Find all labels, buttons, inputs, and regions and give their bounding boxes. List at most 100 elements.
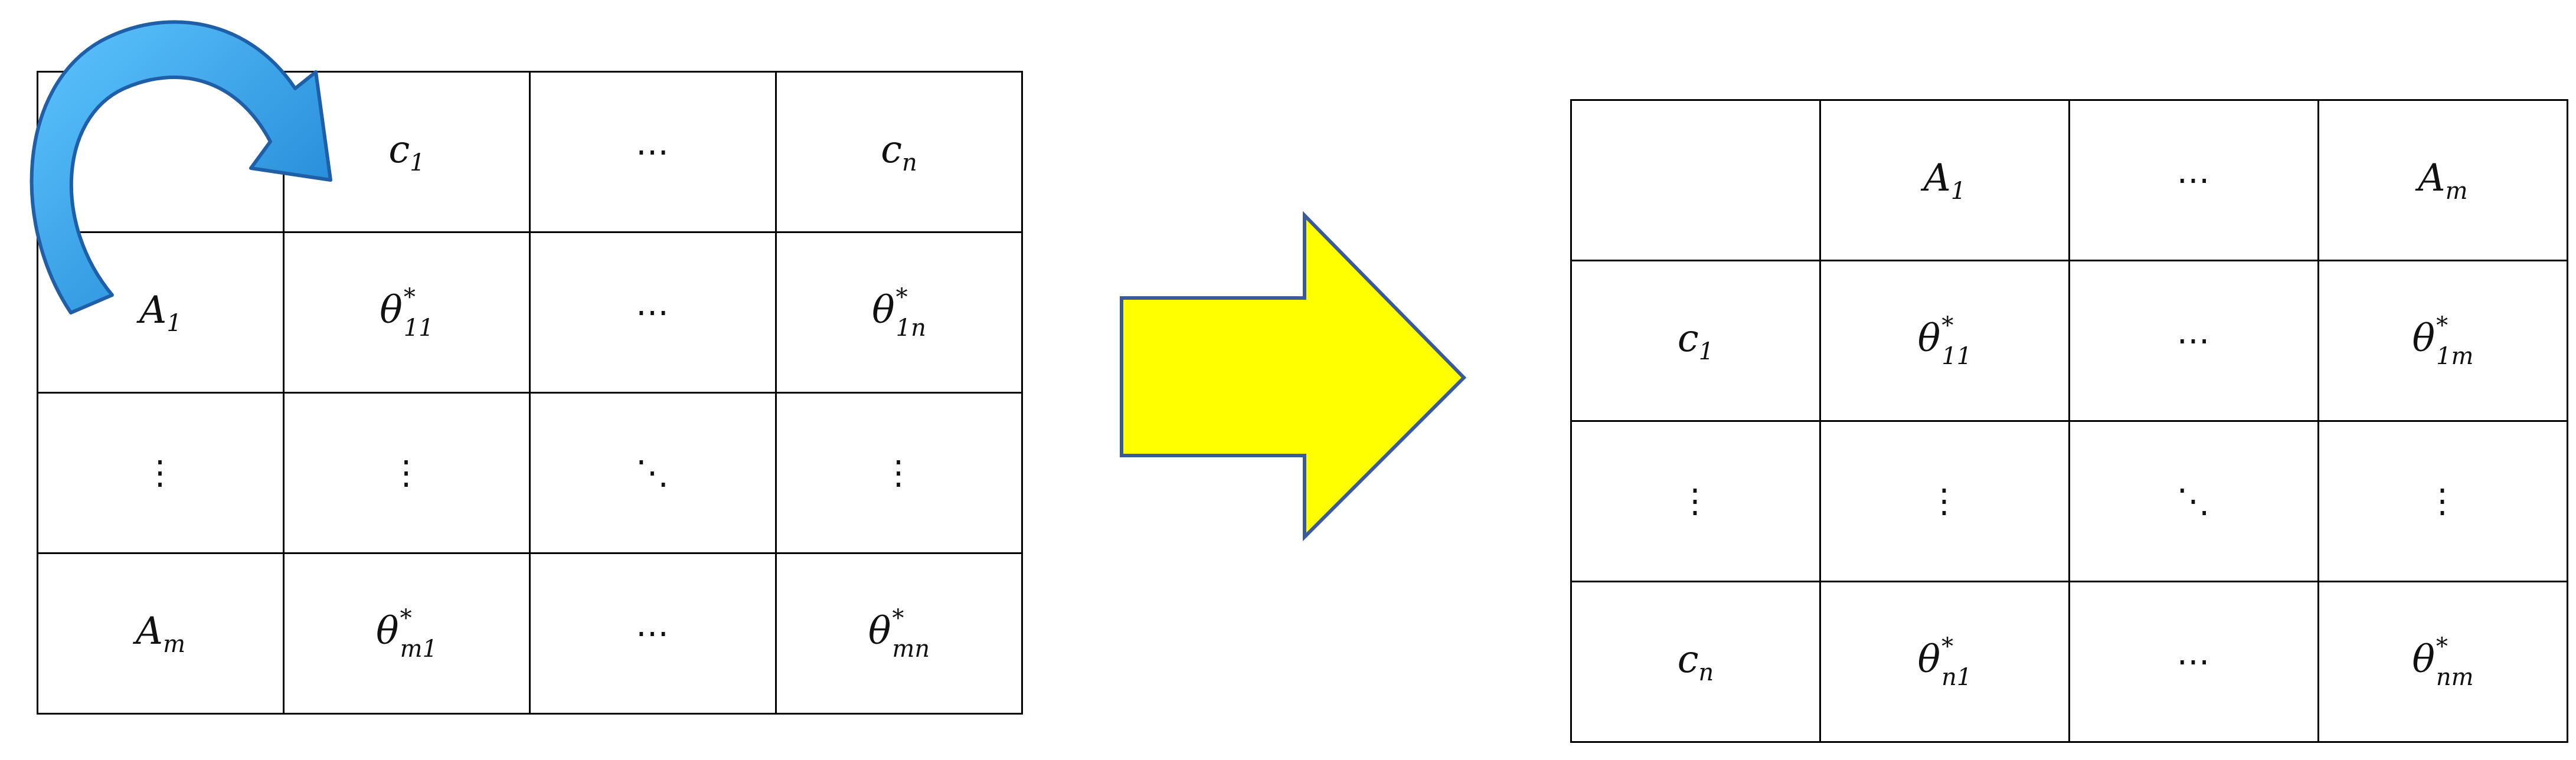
transposed-matrix-cell: [1570, 99, 1821, 261]
math-symbol: cn: [1677, 637, 1714, 686]
symbol-superscript: *: [895, 284, 908, 312]
symbol-script-stack: * 1m: [2436, 312, 2474, 371]
symbol-base: c: [1677, 637, 1699, 682]
transposed-matrix-cell: ⋮: [1819, 420, 2070, 582]
symbol-superscript: *: [2436, 312, 2448, 340]
transposed-matrix-cell: Am: [2317, 99, 2568, 261]
symbol-subscript: 11: [1941, 343, 1972, 371]
symbol-script-stack: *m1: [400, 607, 437, 661]
ellipsis-symbol: ⋮: [882, 454, 916, 492]
symbol-subscript: m1: [400, 635, 437, 663]
ellipsis-symbol: ⋯: [636, 614, 670, 653]
ellipsis-symbol: ⋮: [1927, 482, 1962, 520]
symbol-base: θ: [376, 609, 399, 653]
symbol-base: θ: [1917, 316, 1941, 361]
symbol-subscript: m: [2445, 177, 2468, 205]
ellipsis-symbol: ⋯: [2176, 322, 2211, 360]
symbol-subscript: 1: [1950, 177, 1966, 205]
math-symbol: A1: [139, 288, 182, 337]
symbol-subscript: mn: [892, 635, 930, 663]
math-symbol: θ* 11: [1917, 314, 1972, 368]
symbol-script-stack: * n1: [1941, 633, 1972, 692]
symbol-base: θ: [2412, 316, 2436, 361]
symbol-subscript: 1: [410, 149, 425, 176]
symbol-base: c: [1677, 316, 1699, 361]
symbol-subscript: nm: [2436, 664, 2474, 692]
transposed-matrix-row: A1⋯Am: [1570, 99, 2568, 261]
ellipsis-symbol: ⋮: [390, 454, 424, 492]
ellipsis-symbol: ⋯: [636, 133, 670, 171]
math-symbol: θ*nm: [2412, 635, 2473, 689]
symbol-base: A: [139, 288, 167, 332]
ellipsis-symbol: ⋮: [1678, 482, 1713, 520]
symbol-superscript: *: [1941, 312, 1954, 340]
symbol-subscript: n: [902, 149, 917, 176]
transposed-matrix-cell: A1: [1819, 99, 2070, 261]
source-matrix-row: ⋮⋮⋱⋮: [37, 392, 1023, 554]
math-symbol: θ*11: [380, 286, 433, 340]
transposed-matrix-cell: θ* 11: [1819, 260, 2070, 422]
math-symbol: θ* 1n: [872, 286, 926, 340]
transposed-matrix-cell: ⋯: [2068, 260, 2319, 422]
ellipsis-symbol: ⋯: [2176, 643, 2211, 681]
symbol-base: θ: [872, 288, 895, 332]
symbol-base: A: [1923, 156, 1951, 200]
symbol-script-stack: *nm: [2436, 635, 2474, 692]
symbol-base: c: [881, 127, 903, 172]
symbol-script-stack: *11: [403, 284, 434, 340]
transposed-matrix-cell: ⋮: [1570, 420, 1821, 582]
ellipsis-symbol: ⋯: [636, 293, 670, 332]
ellipsis-symbol: ⋱: [2176, 482, 2211, 520]
math-symbol: c1: [1677, 316, 1714, 365]
symbol-subscript: m: [163, 630, 186, 658]
transposed-matrix-cell: θ* 1m: [2317, 260, 2568, 422]
transposed-matrix-cell: ⋱: [2068, 420, 2319, 582]
source-matrix-cell: θ*11: [283, 231, 531, 394]
source-matrix-cell: cn: [775, 71, 1023, 233]
source-matrix-cell: [37, 71, 285, 233]
source-matrix-row: c1⋯cn: [37, 71, 1023, 233]
ellipsis-symbol: ⋮: [2425, 482, 2460, 520]
source-matrix-cell: θ*mn: [775, 552, 1023, 715]
symbol-script-stack: * 11: [1941, 312, 1972, 371]
math-symbol: θ*m1: [376, 607, 437, 661]
symbol-base: θ: [2412, 637, 2435, 682]
transposed-matrix-row: cn θ * n1 ⋯ θ*nm: [1570, 581, 2568, 743]
math-symbol: Am: [135, 609, 185, 658]
transposed-matrix-row: ⋮ ⋮ ⋱ ⋮: [1570, 420, 2568, 582]
transposed-matrix-cell: cn: [1570, 581, 1821, 743]
block-right-arrow-icon: [1120, 211, 1467, 542]
source-matrix-cell: A1: [37, 231, 285, 394]
source-matrix-cell: ⋮: [283, 392, 531, 554]
transposed-matrix-cell: ⋯: [2068, 99, 2319, 261]
source-matrix-cell: ⋮: [37, 392, 285, 554]
math-symbol: c1: [388, 127, 424, 176]
source-matrix-cell: ⋯: [529, 71, 777, 233]
symbol-base: c: [388, 127, 410, 172]
symbol-base: θ: [380, 288, 403, 332]
symbol-superscript: *: [1941, 633, 1954, 661]
symbol-script-stack: * 1n: [895, 284, 926, 340]
math-symbol: Am: [2418, 156, 2467, 205]
symbol-subscript: 1m: [2436, 343, 2474, 371]
symbol-subscript: n1: [1941, 664, 1972, 692]
symbol-subscript: 1n: [895, 315, 926, 342]
math-symbol: θ*n1: [1918, 635, 1972, 689]
transposed-matrix-cell: c1: [1570, 260, 1821, 422]
symbol-subscript: n: [1698, 659, 1714, 686]
source-matrix-cell: c1: [283, 71, 531, 233]
source-matrix-cell: ⋮: [775, 392, 1023, 554]
symbol-base: θ: [868, 609, 891, 653]
math-symbol: θ*mn: [868, 607, 930, 661]
source-matrix-cell: Am: [37, 552, 285, 715]
source-matrix-cell: ⋯: [529, 552, 777, 715]
symbol-base: A: [135, 609, 164, 653]
symbol-superscript: *: [403, 284, 416, 312]
math-symbol: cn: [881, 127, 917, 176]
